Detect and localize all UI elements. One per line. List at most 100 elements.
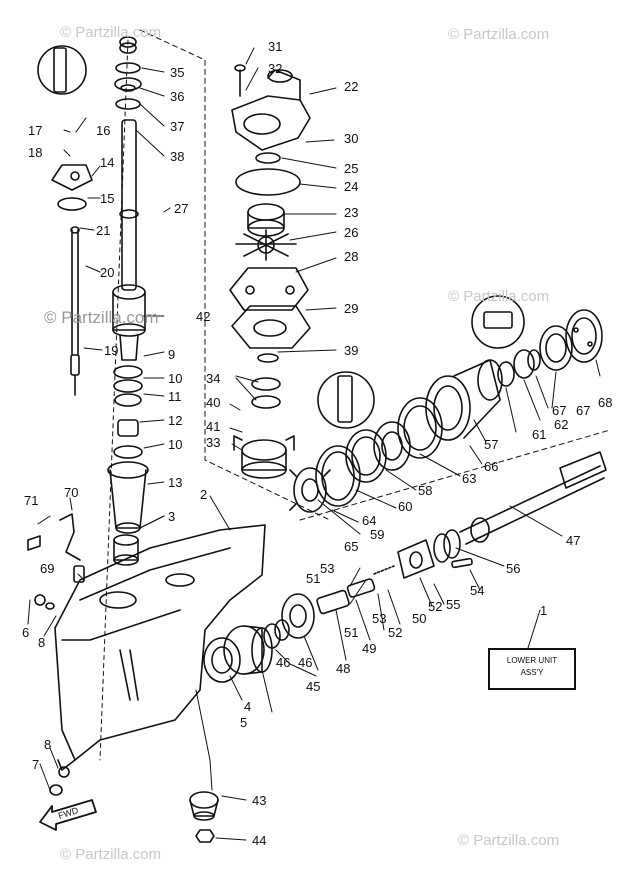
callout-51: 51 bbox=[344, 625, 359, 640]
callout-14: 14 bbox=[100, 155, 115, 170]
callout-49: 49 bbox=[362, 641, 377, 656]
callout-46: 46 bbox=[298, 655, 313, 670]
callout-52: 52 bbox=[428, 599, 443, 614]
callout-56: 56 bbox=[506, 561, 521, 576]
callout-19: 19 bbox=[104, 343, 119, 358]
propeller-shaft-housing bbox=[425, 359, 503, 441]
callout-5: 5 bbox=[240, 715, 248, 730]
water-pump-housing bbox=[231, 69, 311, 151]
watermark: © Partzilla.com bbox=[60, 846, 162, 863]
callout-28: 28 bbox=[344, 249, 359, 264]
thrust-washers bbox=[315, 429, 387, 507]
callout-65: 65 bbox=[344, 539, 359, 554]
watermark: © Partzilla.com bbox=[448, 26, 550, 43]
callout-51: 51 bbox=[306, 571, 321, 586]
callout-53: 53 bbox=[320, 561, 335, 576]
seal-detail-callout bbox=[317, 371, 375, 429]
callout-46: 46 bbox=[276, 655, 291, 670]
pinion-gear bbox=[189, 791, 219, 821]
callout-48: 48 bbox=[336, 661, 351, 676]
assembly-label-line2: ASS'Y bbox=[520, 668, 544, 677]
lower-bearing-stack bbox=[113, 365, 143, 459]
callout-70: 70 bbox=[64, 485, 79, 500]
callout-31: 31 bbox=[268, 39, 283, 54]
callout-leader-lines bbox=[27, 47, 601, 841]
shift-rod-holder bbox=[51, 164, 93, 211]
callout-12: 12 bbox=[168, 413, 183, 428]
reverse-gear-bearing bbox=[373, 397, 443, 471]
callout-59: 59 bbox=[370, 527, 385, 542]
gearcase-housing bbox=[54, 524, 266, 771]
driveshaft-axis-line bbox=[99, 39, 129, 761]
callout-10: 10 bbox=[168, 371, 183, 386]
driveshaft-bearing-stack bbox=[114, 36, 142, 110]
propshaft-axis-line bbox=[299, 429, 611, 521]
callout-61: 61 bbox=[532, 427, 547, 442]
assembly-label-line1: LOWER UNIT bbox=[506, 656, 558, 665]
callout-69: 69 bbox=[40, 561, 55, 576]
callout-32: 32 bbox=[268, 61, 283, 76]
callout-26: 26 bbox=[344, 225, 359, 240]
watermark: © Partzilla.com bbox=[458, 832, 560, 849]
callout-37: 37 bbox=[170, 119, 185, 134]
forward-gear bbox=[263, 593, 315, 649]
watermark: © Partzilla.com bbox=[60, 24, 162, 41]
callout-6: 6 bbox=[22, 625, 30, 640]
callout-18: 18 bbox=[28, 145, 43, 160]
watermark: © Partzilla.com bbox=[44, 308, 159, 327]
callout-45: 45 bbox=[306, 679, 321, 694]
callout-17: 17 bbox=[28, 123, 43, 138]
housing-cover-ring bbox=[565, 309, 603, 363]
speedometer-fittings bbox=[27, 513, 85, 583]
callout-29: 29 bbox=[344, 301, 359, 316]
callout-39: 39 bbox=[344, 343, 359, 358]
callout-4: 4 bbox=[244, 699, 252, 714]
shift-rod bbox=[70, 226, 80, 396]
callout-21: 21 bbox=[96, 223, 111, 238]
callout-41: 41 bbox=[206, 419, 221, 434]
callout-34: 34 bbox=[206, 371, 221, 386]
callout-11: 11 bbox=[168, 389, 182, 404]
callout-54: 54 bbox=[470, 583, 485, 598]
callout-24: 24 bbox=[344, 179, 359, 194]
callout-30: 30 bbox=[344, 131, 359, 146]
housing-bearings bbox=[497, 349, 541, 387]
callout-1: 1 bbox=[540, 603, 548, 618]
pump-bolt bbox=[234, 64, 246, 97]
callout-25: 25 bbox=[344, 161, 359, 176]
callout-22: 22 bbox=[344, 79, 359, 94]
callout-2: 2 bbox=[200, 487, 208, 502]
callout-10: 10 bbox=[168, 437, 183, 452]
water-pump-internals bbox=[229, 152, 311, 363]
oil-seal-housing bbox=[233, 377, 295, 479]
callout-38: 38 bbox=[170, 149, 185, 164]
callout-20: 20 bbox=[100, 265, 115, 280]
oil-seals bbox=[539, 325, 573, 371]
callout-8: 8 bbox=[38, 635, 46, 650]
callout-35: 35 bbox=[170, 65, 185, 80]
callout-47: 47 bbox=[566, 533, 581, 548]
callout-67: 67 bbox=[552, 403, 567, 418]
watermark: © Partzilla.com bbox=[448, 288, 550, 305]
callout-15: 15 bbox=[100, 191, 115, 206]
callout-43: 43 bbox=[252, 793, 267, 808]
cross-pin bbox=[451, 557, 473, 569]
callout-52: 52 bbox=[388, 625, 403, 640]
shift-plunger bbox=[316, 565, 395, 615]
callout-7: 7 bbox=[32, 757, 40, 772]
callout-71: 71 bbox=[24, 493, 39, 508]
callout-8: 8 bbox=[44, 737, 52, 752]
pinion-nut bbox=[195, 829, 215, 843]
callout-42: 42 bbox=[196, 309, 211, 324]
callout-66: 66 bbox=[484, 459, 499, 474]
callout-60: 60 bbox=[398, 499, 413, 514]
callout-40: 40 bbox=[206, 395, 221, 410]
assembly-boundary-line bbox=[139, 29, 331, 521]
callout-3: 3 bbox=[168, 509, 176, 524]
callout-57: 57 bbox=[484, 437, 499, 452]
drive-shaft bbox=[112, 119, 146, 361]
assembly-label-box: LOWER UNIT ASS'Y bbox=[488, 648, 576, 690]
callout-50: 50 bbox=[412, 611, 427, 626]
seal-detail-callout-2 bbox=[471, 295, 525, 349]
callout-23: 23 bbox=[344, 205, 359, 220]
